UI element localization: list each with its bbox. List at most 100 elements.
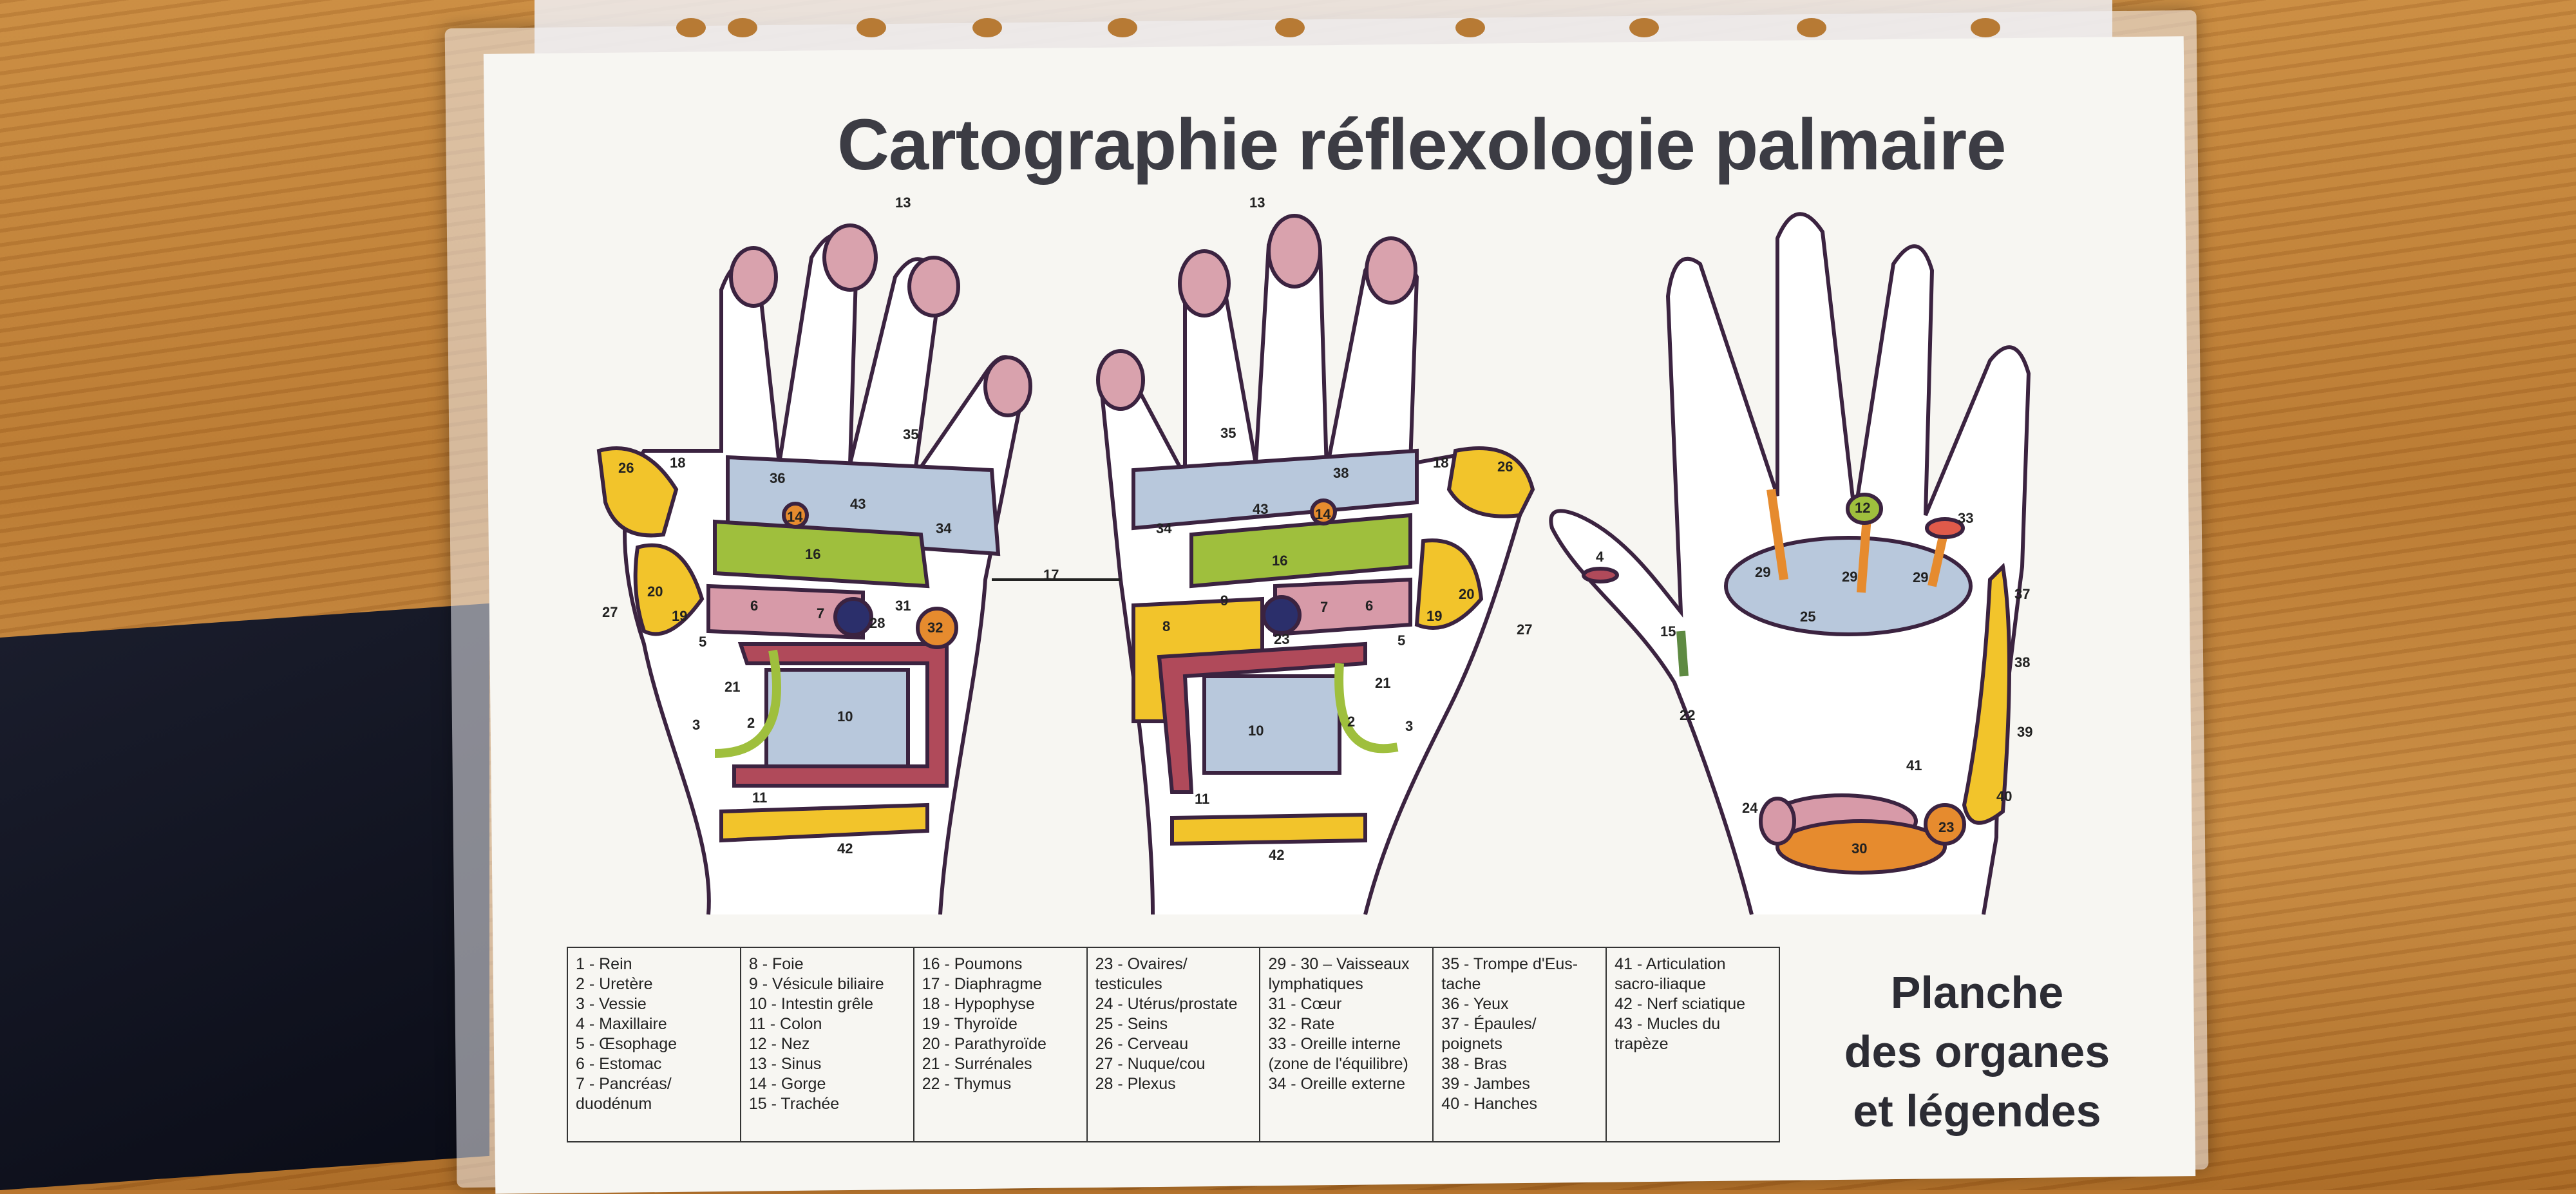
label-15: 15 [1660,623,1676,640]
legend-item: 15 - Trachée [748,1095,840,1113]
legend-column: 35 - Trompe d'Eus- tache 36 - Yeux 37 - … [1434,948,1607,1141]
legend-item: lymphatiques [1268,975,1363,993]
legend-item: testicules [1095,975,1162,993]
legend-item: 9 - Vésicule biliaire [748,975,884,993]
legend-item: 4 - Maxillaire [576,1015,667,1033]
label-20: 20 [647,583,663,600]
legend-item: 25 - Seins [1095,1015,1168,1033]
legend-item: 38 - Bras [1441,1055,1507,1073]
planche-heading: Planche des organes et légendes [1797,963,2157,1141]
label-6: 6 [750,598,759,614]
planche-line: des organes [1844,1027,2110,1077]
label-18: 18 [670,455,686,471]
sheet-title: Cartographie réflexologie palmaire [837,104,2007,185]
label-38: 38 [1333,465,1349,481]
legend-item: 2 - Uretère [576,975,653,993]
legend-item: 5 - Œsophage [576,1035,677,1053]
binder-hole [1629,18,1659,37]
label-7: 7 [1320,599,1329,615]
label-20: 20 [1459,586,1475,602]
legend-item: 26 - Cerveau [1095,1035,1189,1053]
binder-hole [1797,18,1826,37]
label-2: 2 [747,715,755,731]
legend-item: 3 - Vessie [576,995,647,1013]
legend-item: 23 - Ovaires/ [1095,955,1188,973]
legend-item: 22 - Thymus [922,1075,1012,1093]
legend-item: 14 - Gorge [748,1075,826,1093]
label-28: 28 [869,615,886,631]
binder-hole [676,18,706,37]
legend-item: 7 - Pancréas/ [576,1075,672,1093]
legend-item: 33 - Oreille interne [1268,1035,1401,1053]
legend-item: 27 - Nuque/cou [1095,1055,1206,1073]
label-43: 43 [1253,501,1269,517]
label-2: 2 [1347,714,1356,730]
legend-item: 13 - Sinus [748,1055,822,1073]
label-7: 7 [817,605,825,621]
legend-item: 16 - Poumons [922,955,1023,973]
legend-item: 40 - Hanches [1441,1095,1537,1113]
label-21: 21 [1375,675,1391,691]
label-29: 29 [1913,569,1929,585]
label-25: 25 [1800,609,1816,625]
legend-item: 35 - Trompe d'Eus- [1441,955,1578,973]
label-21: 21 [724,679,741,695]
legend-item: 1 - Rein [576,955,632,973]
label-24: 24 [1742,800,1758,816]
label-11: 11 [752,790,768,806]
legend-column: 29 - 30 – Vaisseaux lymphatiques 31 - Cœ… [1260,948,1434,1141]
label-37: 37 [2014,586,2031,602]
legend-column: 41 - Articulation sacro-iliaque 42 - Ner… [1607,948,1779,1141]
legend-item: 43 - Mucles du [1615,1015,1721,1033]
legend-item: 28 - Plexus [1095,1075,1176,1093]
label-29: 29 [1842,569,1858,585]
binder-hole [1108,18,1137,37]
legend-item: 10 - Intestin grêle [748,995,874,1013]
label-23: 23 [1274,631,1290,647]
label-11: 11 [1195,791,1210,807]
label-36: 36 [770,470,786,486]
label-9: 9 [1220,592,1229,609]
legend-item: 18 - Hypophyse [922,995,1035,1013]
label-18: 18 [1433,455,1449,471]
label-8: 8 [1162,618,1171,634]
label-16: 16 [1272,553,1288,569]
legend-item: 31 - Cœur [1268,995,1342,1013]
legend-item: sacro-iliaque [1615,975,1706,993]
legend-item: 11 - Colon [748,1015,822,1033]
legend-item: 36 - Yeux [1441,995,1509,1013]
legend-item: 41 - Articulation [1615,955,1726,973]
legend-item: 42 - Nerf sciatique [1615,995,1746,1013]
label-14: 14 [1315,506,1331,522]
label-27: 27 [1517,621,1533,638]
legend-item: 29 - 30 – Vaisseaux [1268,955,1410,973]
label-3: 3 [1405,718,1414,734]
label-34: 34 [1156,520,1172,536]
legend-column: 23 - Ovaires/ testicules 24 - Utérus/pro… [1088,948,1261,1141]
label-19: 19 [672,608,688,624]
legend-column: 8 - Foie 9 - Vésicule biliaire 10 - Inte… [741,948,914,1141]
binder-hole [1455,18,1485,37]
label-5: 5 [1397,632,1406,649]
middle-hand-diagram [1096,214,1535,915]
label-14: 14 [787,509,803,525]
legend-column: 1 - Rein 2 - Uretère 3 - Vessie 4 - Maxi… [568,948,741,1141]
legend-item: duodénum [576,1095,652,1113]
legend-item: 34 - Oreille externe [1268,1075,1406,1093]
binder-hole [857,18,886,37]
label-43: 43 [850,496,866,512]
legend-item: 32 - Rate [1268,1015,1335,1033]
label-27: 27 [602,604,618,620]
legend-item: 19 - Thyroïde [922,1015,1018,1033]
label-42: 42 [1269,847,1285,863]
label-32: 32 [927,620,943,636]
label-10: 10 [837,708,853,725]
legend-item: trapèze [1615,1035,1669,1053]
label-38: 38 [2014,654,2031,670]
planche-line: Planche [1890,967,2064,1018]
planche-line: et légendes [1853,1086,2101,1136]
label-23: 23 [1938,819,1955,835]
label-12: 12 [1855,500,1871,516]
legend-item: 12 - Nez [748,1035,810,1053]
